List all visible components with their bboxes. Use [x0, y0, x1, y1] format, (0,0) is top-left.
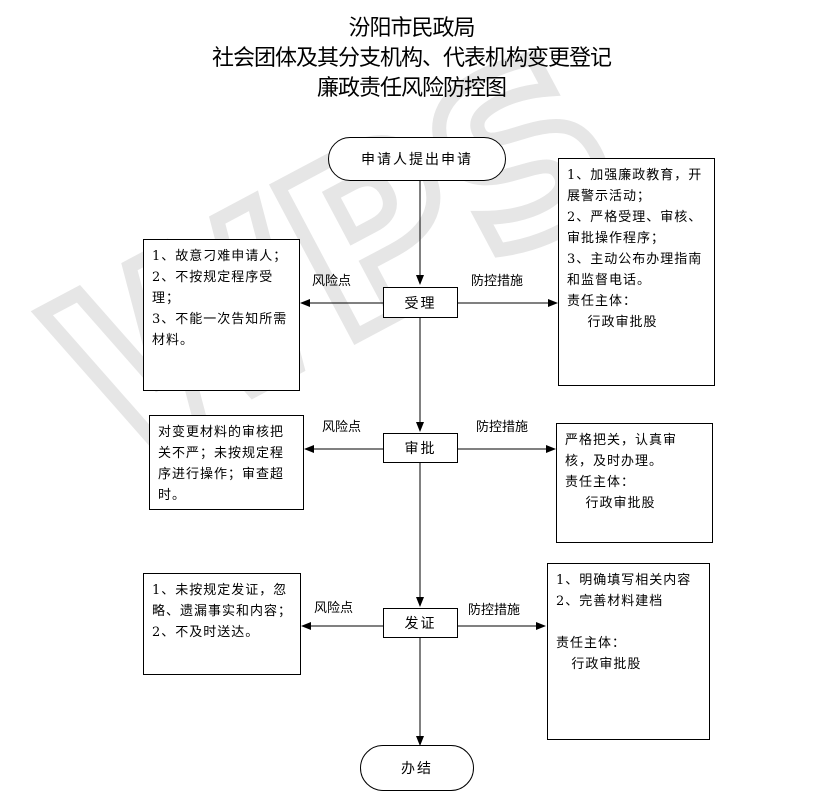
step-3-control-label: 防控措施 [468, 603, 521, 618]
step-3-node: 发证 [383, 608, 458, 638]
step-1-control-label: 防控措施 [471, 274, 524, 289]
step-1-node: 受理 [383, 287, 458, 318]
title-line-2: 社会团体及其分支机构、代表机构变更登记 [211, 46, 612, 71]
end-node: 办结 [360, 745, 474, 791]
step-1-risk-label: 风险点 [312, 274, 352, 289]
step-3-control-box: 1、明确填写相关内容 2、完善材料建档 责任主体： 行政审批股 [547, 563, 710, 740]
title-line-3: 廉政责任风险防控图 [316, 76, 507, 101]
step-1-risk-box: 1、故意刁难申请人； 2、不按规定程序受理； 3、不能一次告知所需材料。 [143, 239, 300, 391]
step-2-risk-label: 风险点 [322, 420, 362, 435]
step-2-control-label: 防控措施 [476, 420, 529, 435]
step-2-control-box: 严格把关，认真审核，及时办理。 责任主体： 行政审批股 [556, 423, 713, 543]
step-3-risk-label: 风险点 [314, 601, 354, 616]
step-3-risk-box: 1、未按规定发证，忽略、遗漏事实和内容； 2、不及时送达。 [143, 573, 301, 675]
start-node: 申请人提出申请 [328, 137, 506, 181]
step-2-risk-box: 对变更材料的审核把关不严；未按规定程序进行操作；审查超时。 [149, 415, 304, 510]
step-1-control-box: 1、加强廉政教育，开展警示活动； 2、严格受理、审核、审批操作程序； 3、主动公… [558, 158, 715, 386]
step-2-node: 审批 [383, 433, 458, 463]
title-line-1: 汾阳市民政局 [348, 16, 475, 41]
